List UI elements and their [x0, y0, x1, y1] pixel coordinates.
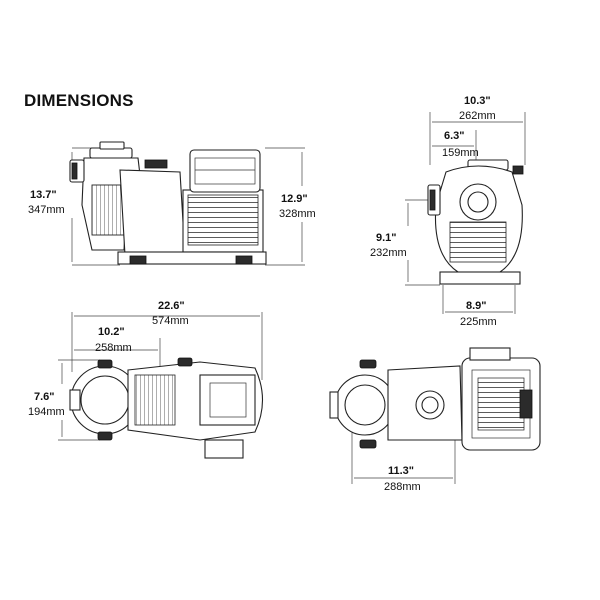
front-half-inch: 6.3" [444, 130, 465, 142]
top-partial-inch: 10.2" [98, 326, 125, 338]
motor-height-mm: 328mm [279, 208, 316, 220]
top-partial-mm: 258mm [95, 342, 132, 354]
side-height-inch: 13.7" [30, 189, 57, 201]
bottom-length-mm: 288mm [384, 481, 421, 493]
motor-height-inch: 12.9" [281, 193, 308, 205]
front-view: 10.3" 262mm 6.3" 159mm 9.1" 232mm 8.9" 2… [370, 95, 526, 328]
side-view: 13.7" 347mm 12.9" 328mm [28, 141, 316, 266]
top-width-mm: 194mm [28, 406, 65, 418]
front-height-inch: 9.1" [376, 232, 397, 244]
top-length-inch: 22.6" [158, 300, 185, 312]
bottom-view: 11.3" 288mm [329, 347, 541, 493]
front-width-mm: 262mm [459, 110, 496, 122]
front-base-mm: 225mm [460, 316, 497, 328]
front-base-inch: 8.9" [466, 300, 487, 312]
top-width-inch: 7.6" [34, 391, 55, 403]
front-height-mm: 232mm [370, 247, 407, 259]
page-title: DIMENSIONS [24, 91, 134, 110]
front-width-inch: 10.3" [464, 95, 491, 107]
top-view: 22.6" 574mm 10.2" 258mm 7.6" 194mm [28, 300, 263, 459]
side-height-mm: 347mm [28, 204, 65, 216]
top-length-mm: 574mm [152, 315, 189, 327]
bottom-length-inch: 11.3" [388, 465, 414, 477]
front-half-mm: 159mm [442, 147, 479, 159]
